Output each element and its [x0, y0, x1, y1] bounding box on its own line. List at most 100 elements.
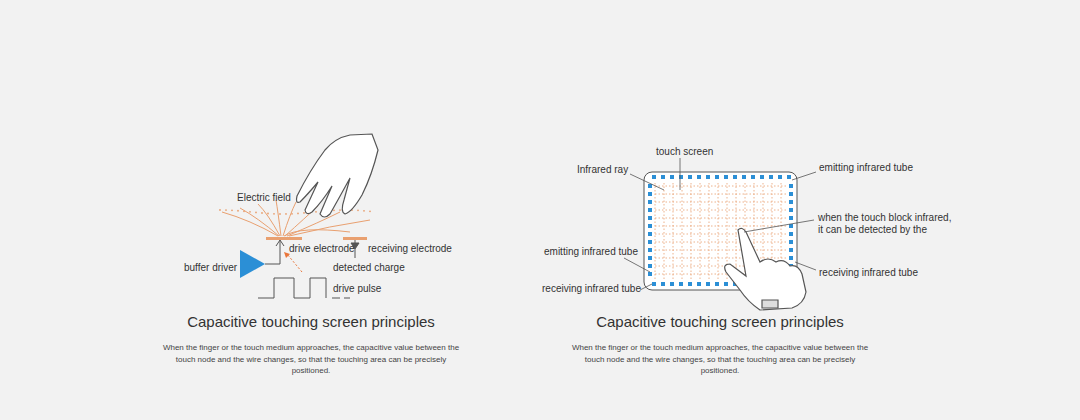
- ir-tube: [789, 224, 793, 228]
- ir-tube: [652, 282, 656, 286]
- field-dot: [267, 213, 269, 215]
- ir-tube: [670, 175, 674, 179]
- ir-ray: [700, 183, 701, 279]
- field-dot: [249, 211, 251, 213]
- field-dot: [273, 213, 275, 215]
- field-dot: [291, 213, 293, 215]
- field-dot: [363, 210, 365, 212]
- ir-tube: [789, 248, 793, 252]
- ir-ray: [691, 183, 692, 279]
- ir-ray: [655, 242, 786, 243]
- ir-ray: [655, 210, 786, 211]
- drive-electrode-plate: [266, 237, 302, 240]
- ir-tube: [778, 175, 782, 179]
- ir-tube: [789, 192, 793, 196]
- ir-ray: [655, 202, 786, 203]
- wire: [265, 258, 280, 264]
- ir-tube: [715, 282, 719, 286]
- charge-arrow: [287, 254, 302, 272]
- ir-tube: [670, 282, 674, 286]
- ir-tube: [751, 175, 755, 179]
- ir-ray: [655, 250, 786, 251]
- field-dot: [369, 210, 371, 212]
- label: drive pulse: [333, 283, 381, 295]
- ir-tube: [789, 216, 793, 220]
- label: touch screen: [656, 146, 713, 158]
- field-dot: [237, 210, 239, 212]
- ir-tube: [688, 175, 692, 179]
- ir-tube: [648, 208, 652, 212]
- ir-ray: [664, 183, 665, 279]
- ir-tube: [789, 208, 793, 212]
- ir-tube: [679, 282, 683, 286]
- ir-tube: [661, 282, 665, 286]
- ir-tube: [648, 224, 652, 228]
- ir-tube: [648, 216, 652, 220]
- panel-title: Capacitive touching screen principles: [596, 313, 844, 330]
- ir-ray: [655, 234, 786, 235]
- ir-ray: [655, 186, 786, 187]
- ir-tube: [789, 240, 793, 244]
- ir-tube: [787, 175, 791, 179]
- ir-tube: [652, 175, 656, 179]
- ir-tube: [715, 175, 719, 179]
- ir-tube: [648, 184, 652, 188]
- field-dot: [339, 209, 341, 211]
- label: detected charge: [333, 262, 405, 274]
- ir-ray: [709, 183, 710, 279]
- ir-ray: [682, 183, 683, 279]
- ir-ray: [655, 194, 786, 195]
- hand-figure: [725, 228, 806, 310]
- ir-tube: [724, 282, 728, 286]
- drive-arrow: [276, 240, 284, 258]
- field-dot: [315, 211, 317, 213]
- ir-tube: [648, 192, 652, 196]
- ir-tube: [789, 256, 793, 260]
- field-dot: [219, 209, 221, 211]
- ir-tube: [697, 282, 701, 286]
- label: buffer driver: [184, 262, 237, 274]
- hand-figure: [296, 134, 378, 217]
- leader-lines: [624, 158, 816, 290]
- field-dot: [333, 209, 335, 211]
- ir-tube: [742, 175, 746, 179]
- ir-tube: [789, 200, 793, 204]
- label: receiving infrared tube: [542, 283, 641, 295]
- ir-ray: [655, 226, 786, 227]
- field-dot: [243, 210, 245, 212]
- ir-tube: [697, 175, 701, 179]
- ir-tube: [648, 200, 652, 204]
- field-dot: [297, 213, 299, 215]
- ir-tube: [688, 282, 692, 286]
- panel-caption: When the finger or the touch medium appr…: [161, 342, 461, 377]
- ir-tube: [724, 175, 728, 179]
- field-dot: [225, 209, 227, 211]
- field-dot: [255, 212, 257, 214]
- field-dot: [285, 213, 287, 215]
- label: when the touch block infrared, it can be…: [818, 212, 958, 236]
- panel-caption: When the finger or the touch medium appr…: [570, 342, 870, 377]
- field-dot: [303, 212, 305, 214]
- ir-ray: [655, 218, 786, 219]
- ir-ray: [655, 183, 656, 279]
- label: receiving electrode: [368, 243, 452, 255]
- field-dot: [261, 212, 263, 214]
- label: emitting infrared tube: [544, 246, 638, 258]
- ir-tube: [789, 232, 793, 236]
- label: drive electrode: [289, 243, 355, 255]
- field-dot: [279, 213, 281, 215]
- ir-tube: [789, 184, 793, 188]
- ir-tube: [706, 282, 710, 286]
- ir-tube: [733, 175, 737, 179]
- label: Electric field: [237, 192, 291, 204]
- field-dot: [231, 209, 233, 211]
- ir-tube: [648, 248, 652, 252]
- label: emitting infrared tube: [819, 162, 913, 174]
- label: receiving infrared tube: [819, 267, 918, 279]
- ir-ray: [655, 258, 786, 259]
- panel-title: Capacitive touching screen principles: [187, 313, 435, 330]
- ir-tube: [661, 175, 665, 179]
- field-dot: [357, 209, 359, 211]
- ir-tube: [648, 240, 652, 244]
